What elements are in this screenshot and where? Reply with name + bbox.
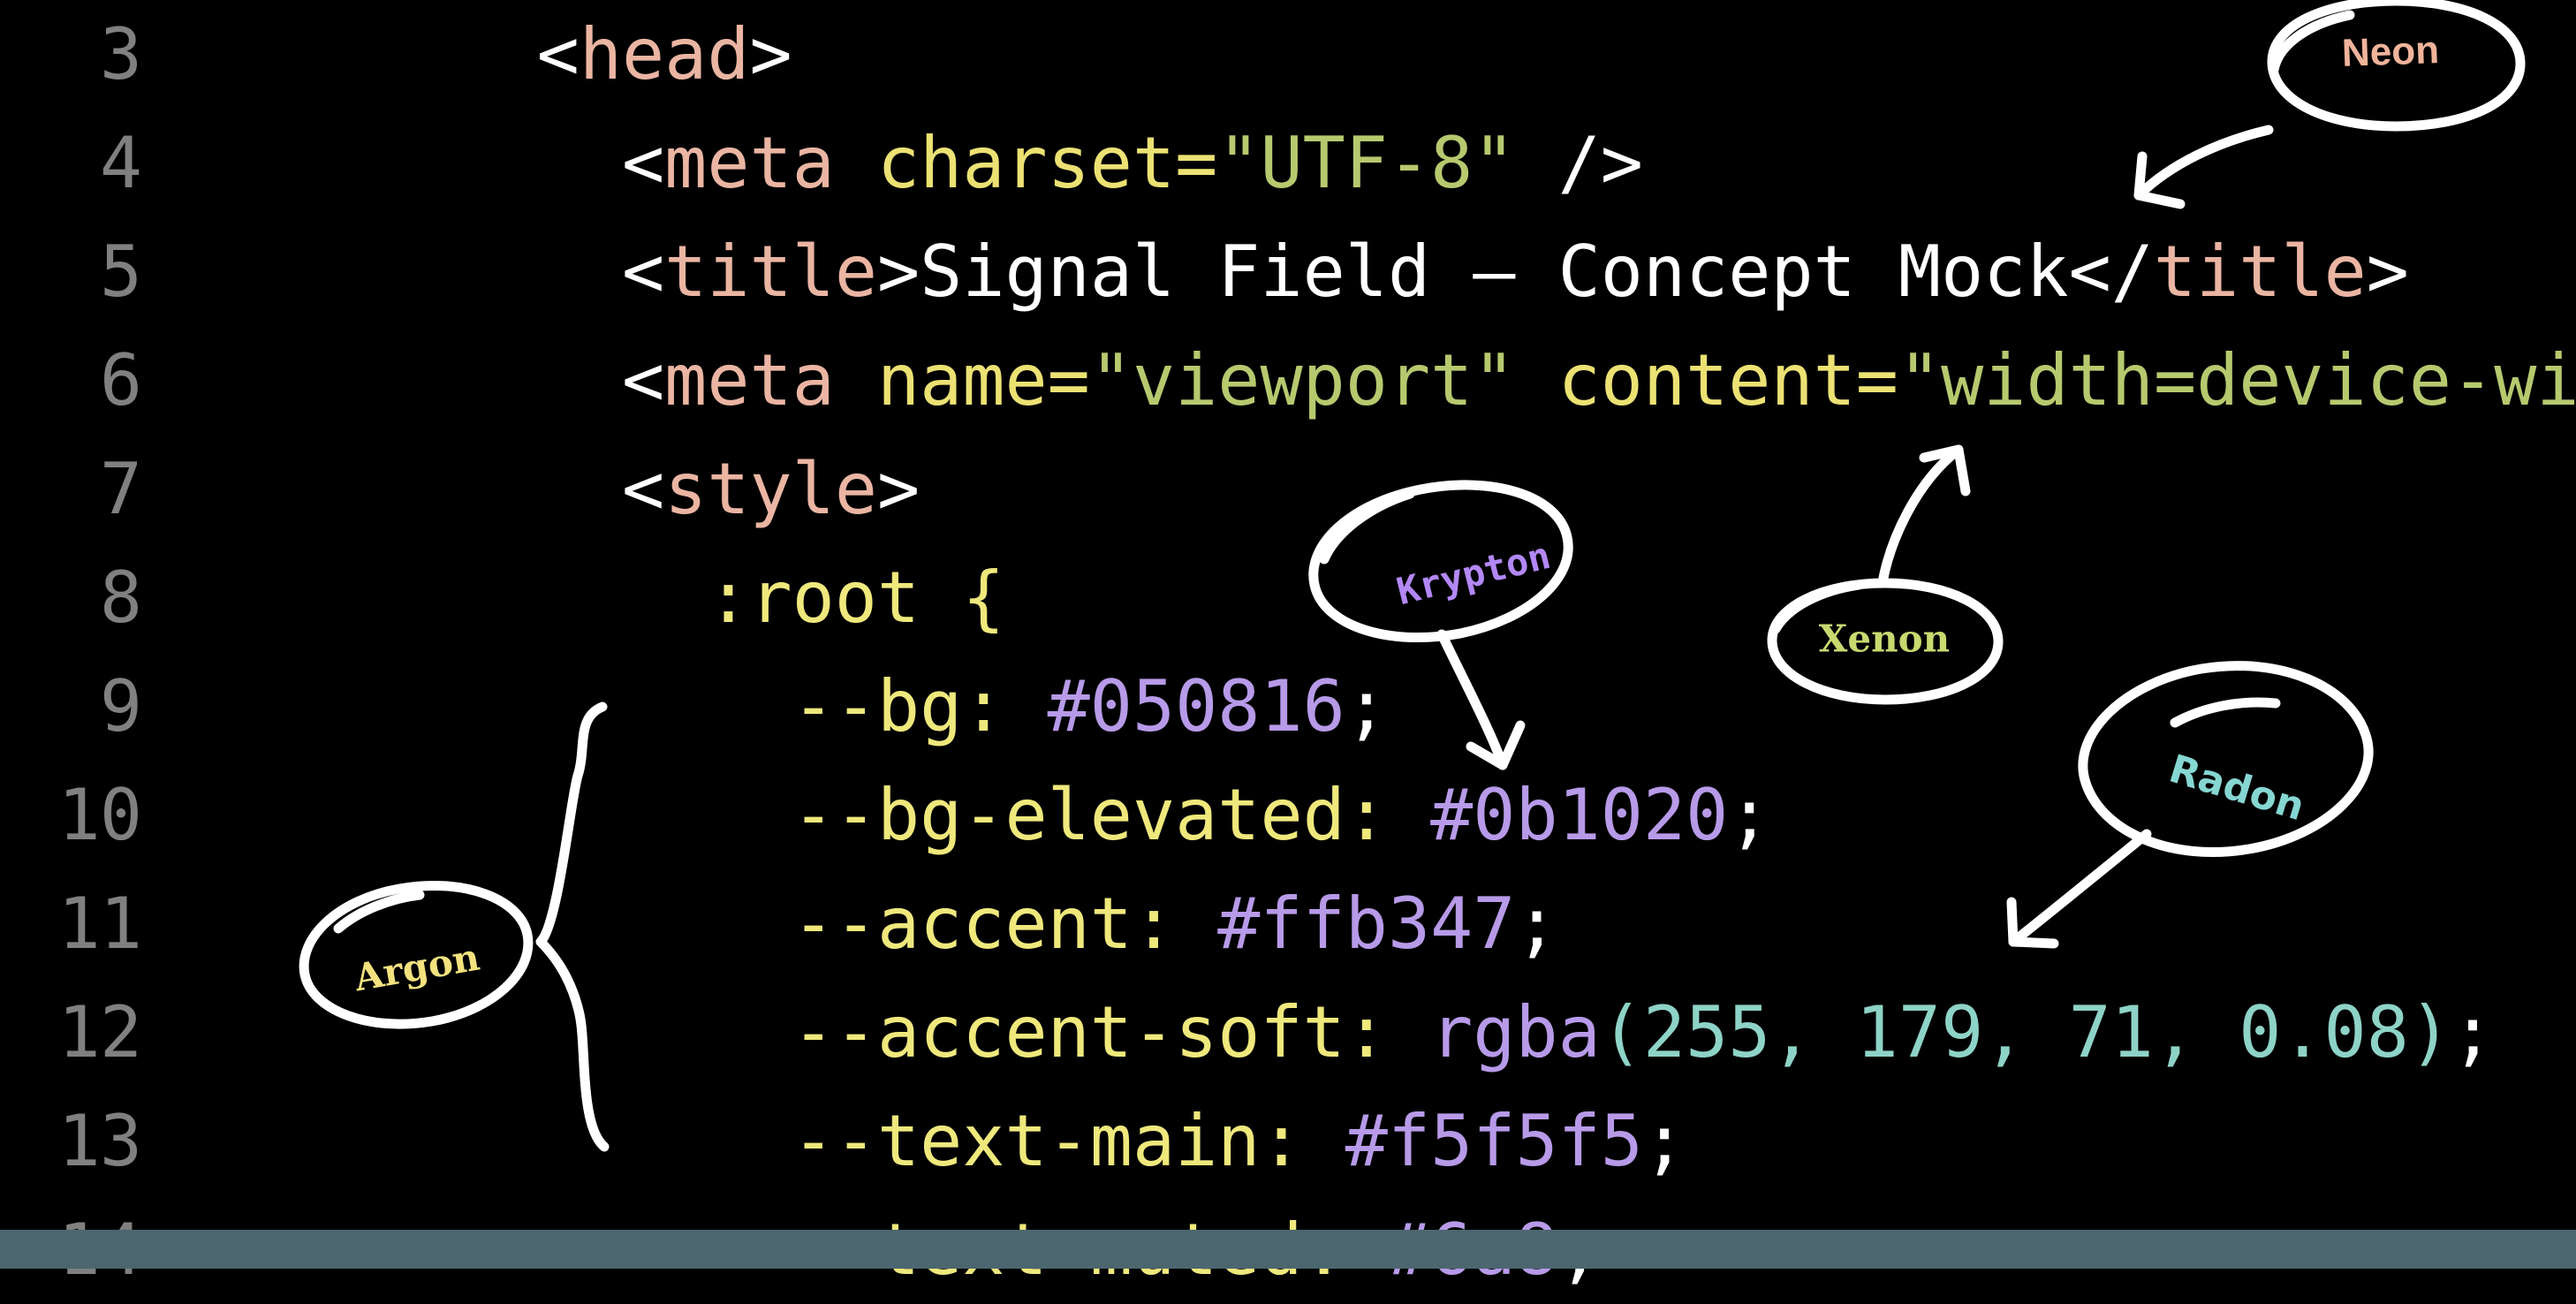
line-content[interactable]: <title>Signal Field — Concept Mock</titl… — [367, 231, 2409, 313]
token-num: (255, 179, 71, 0.08) — [1600, 991, 2452, 1073]
token-hex: #0b1020 — [1430, 774, 1729, 856]
token-text — [835, 122, 877, 204]
line-number: 6 — [99, 339, 142, 421]
token-prop: --accent: — [367, 883, 1218, 965]
token-punct: /> — [1515, 122, 1643, 204]
token-tag: title — [2153, 231, 2367, 313]
code-line-6[interactable]: 6 <meta name="viewport" content="width=d… — [0, 326, 2576, 435]
status-bar[interactable] — [0, 1230, 2576, 1269]
line-number: 3 — [99, 13, 142, 95]
line-number: 10 — [57, 774, 142, 856]
token-hex: #f5f5f5 — [1345, 1100, 1643, 1182]
line-content[interactable]: <head> — [367, 13, 792, 95]
token-punct: ; — [1642, 1100, 1686, 1182]
line-content[interactable]: --text-main: #f5f5f5; — [367, 1100, 1686, 1182]
code-line-3[interactable]: 3 <head> — [0, 0, 2576, 109]
token-punct: < — [367, 448, 665, 530]
token-punct: ; — [2451, 991, 2495, 1073]
token-tag: head — [579, 13, 750, 95]
token-attr: charset — [876, 122, 1176, 204]
token-fn: rgba — [1430, 991, 1601, 1073]
token-string: "width=device-wid — [1898, 339, 2576, 421]
code-line-13[interactable]: 13 --text-main: #f5f5f5; — [0, 1087, 2576, 1195]
token-attr: content — [1557, 339, 1856, 421]
token-string: "UTF-8" — [1217, 122, 1516, 204]
line-number: 5 — [99, 231, 142, 313]
token-tag: title — [664, 231, 877, 313]
token-prop: --accent-soft: — [367, 991, 1431, 1073]
token-prop: --text-main: — [367, 1100, 1345, 1182]
token-punct: > — [749, 13, 792, 95]
line-content[interactable]: <style> — [367, 448, 920, 530]
code-line-8[interactable]: 8 :root { — [0, 543, 2576, 652]
token-punct: </ — [2068, 231, 2154, 313]
line-number: 8 — [99, 557, 142, 639]
line-number: 11 — [57, 883, 142, 965]
line-number: 4 — [99, 122, 142, 204]
line-number: 13 — [57, 1100, 142, 1182]
token-hex: #050816 — [1047, 665, 1345, 747]
line-number: 12 — [57, 991, 142, 1073]
token-text — [1515, 339, 1557, 421]
line-content[interactable]: --bg: #050816; — [367, 665, 1388, 747]
code-line-5[interactable]: 5 <title>Signal Field — Concept Mock</ti… — [0, 217, 2576, 326]
token-tag: meta — [664, 339, 835, 421]
line-number: 9 — [99, 665, 142, 747]
code-line-12[interactable]: 12 --accent-soft: rgba(255, 179, 71, 0.0… — [0, 978, 2576, 1087]
token-prop: :root { — [367, 557, 1005, 639]
line-content[interactable]: --accent-soft: rgba(255, 179, 71, 0.08); — [367, 991, 2495, 1073]
token-text — [835, 339, 877, 421]
token-prop: --bg-elevated: — [367, 774, 1431, 856]
token-string: "viewport" — [1089, 339, 1516, 421]
token-punct: ; — [1515, 883, 1558, 965]
token-attr: = — [1855, 339, 1898, 421]
token-attr: = — [1047, 339, 1090, 421]
token-punct: ; — [1345, 665, 1388, 747]
line-content[interactable]: --accent: #ffb347; — [367, 883, 1558, 965]
token-punct: < — [367, 339, 665, 421]
line-content[interactable]: <meta charset="UTF-8" /> — [367, 122, 1643, 204]
code-line-11[interactable]: 11 --accent: #ffb347; — [0, 869, 2576, 978]
token-text: Signal Field — Concept Mock — [920, 231, 2069, 313]
token-punct: > — [876, 231, 921, 313]
token-punct: > — [876, 448, 921, 530]
line-content[interactable]: --bg-elevated: #0b1020; — [367, 774, 1771, 856]
token-punct: < — [367, 122, 665, 204]
line-content[interactable]: :root { — [367, 557, 1004, 639]
line-content[interactable]: <meta name="viewport" content="width=dev… — [367, 339, 2576, 421]
token-punct: > — [2366, 231, 2409, 313]
code-line-10[interactable]: 10 --bg-elevated: #0b1020; — [0, 761, 2576, 869]
line-number: 7 — [99, 448, 142, 530]
code-line-9[interactable]: 9 --bg: #050816; — [0, 652, 2576, 761]
token-punct: < — [367, 13, 580, 95]
token-tag: meta — [664, 122, 835, 204]
token-attr: = — [1175, 122, 1218, 204]
token-tag: style — [664, 448, 877, 530]
code-line-7[interactable]: 7 <style> — [0, 435, 2576, 543]
token-hex: #ffb347 — [1217, 883, 1516, 965]
token-punct: ; — [1728, 774, 1771, 856]
token-punct: < — [367, 231, 665, 313]
code-line-4[interactable]: 4 <meta charset="UTF-8" /> — [0, 109, 2576, 217]
token-attr: name — [876, 339, 1048, 421]
token-prop: --bg: — [367, 665, 1048, 747]
